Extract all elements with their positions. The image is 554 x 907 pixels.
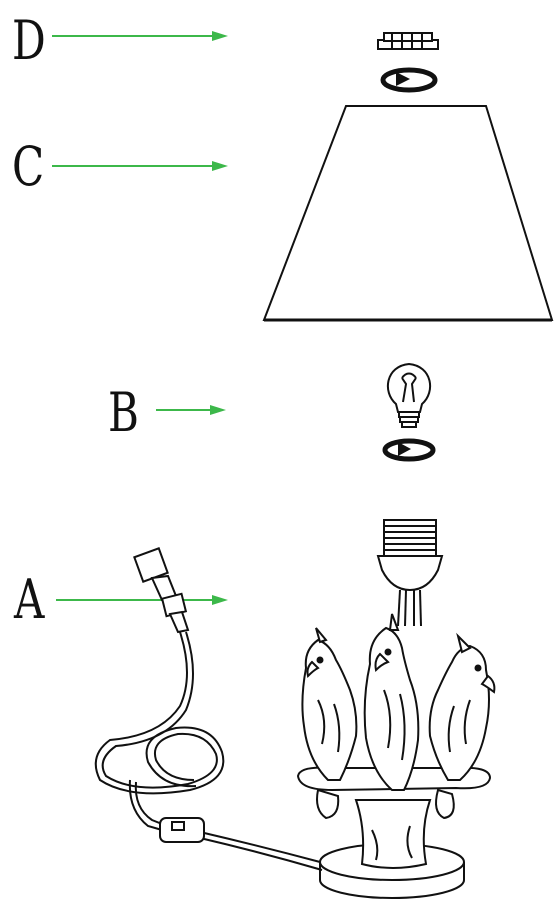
light-bulb-icon	[387, 362, 431, 428]
parrot-lamp-base-icon	[296, 613, 496, 899]
plug-icon	[133, 547, 190, 634]
lamp-socket-icon	[376, 519, 444, 627]
arrow-a	[56, 595, 228, 605]
rotate-arrow-icon	[382, 438, 436, 462]
arrow-c	[52, 161, 228, 171]
power-cord-icon	[94, 631, 323, 871]
label-c: C	[12, 135, 45, 198]
lampshade-icon	[262, 105, 554, 322]
rotate-arrow-icon	[380, 67, 438, 93]
label-d: D	[12, 9, 46, 72]
finial-icon	[377, 32, 439, 50]
label-b: B	[108, 381, 139, 444]
arrow-d	[52, 31, 228, 41]
arrow-b	[156, 405, 226, 415]
inline-switch-icon	[159, 817, 205, 843]
label-a: A	[14, 568, 45, 631]
